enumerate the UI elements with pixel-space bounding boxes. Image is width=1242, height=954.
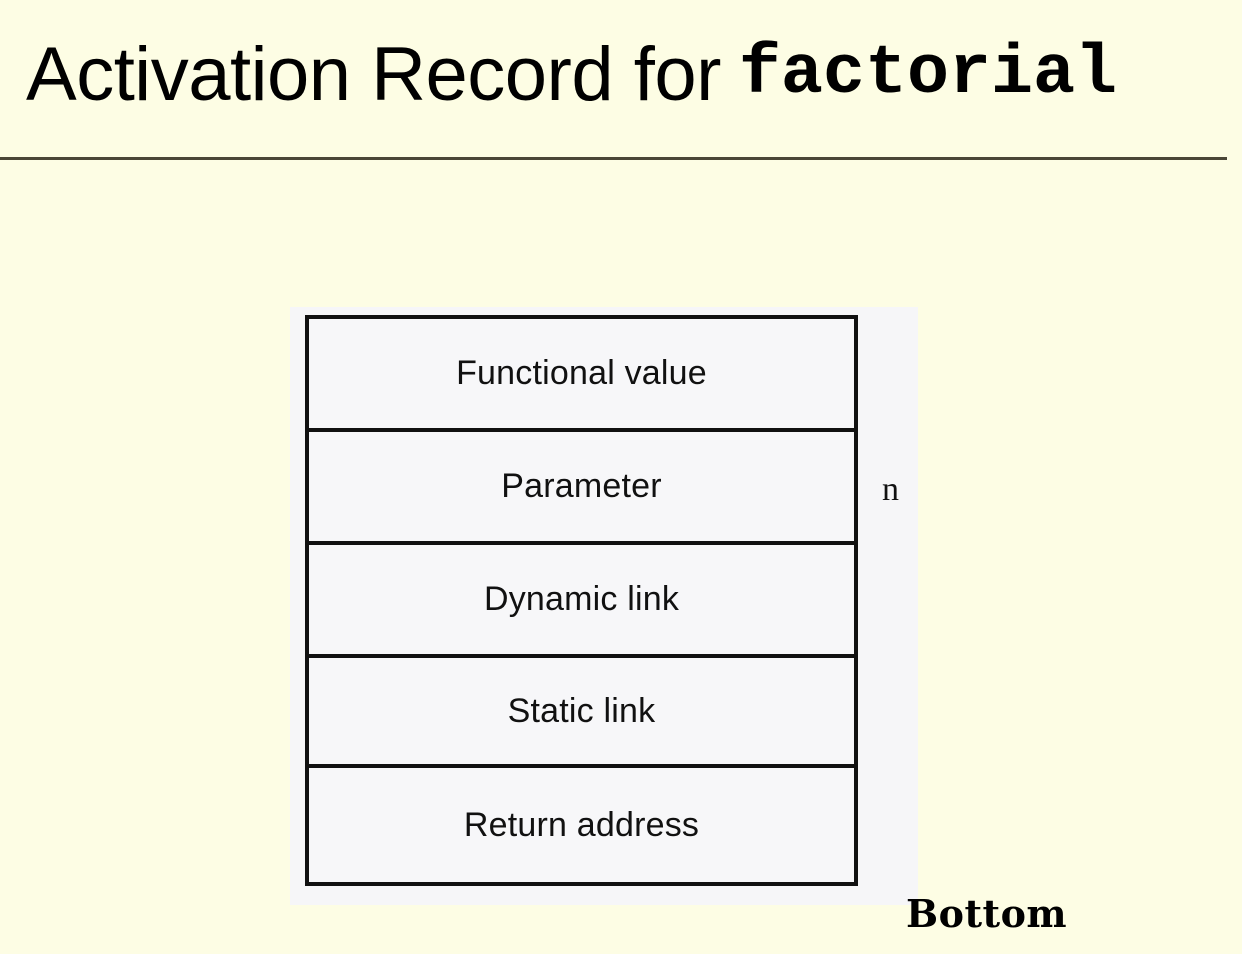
activation-record-stack-table: Functional value Parameter Dynamic link …: [305, 315, 858, 886]
table-row: Return address: [309, 768, 854, 882]
row-label-functional-value: Functional value: [456, 354, 707, 392]
page-title-code-term: factorial: [738, 35, 1117, 114]
stack-bottom-caption: Bottom: [906, 891, 1068, 936]
row-label-return-address: Return address: [463, 805, 700, 844]
table-row: Parameter: [309, 432, 854, 545]
row-label-dynamic-link: Dynamic link: [483, 580, 680, 618]
row-label-parameter: Parameter: [501, 467, 662, 505]
activation-record-figure: Functional value Parameter Dynamic link …: [290, 307, 918, 905]
table-row: Functional value: [309, 319, 854, 432]
row-label-static-link: Static link: [507, 691, 656, 730]
page-title-text: Activation Record for: [26, 32, 721, 117]
parameter-value-annotation: n: [882, 471, 899, 508]
title-divider: [0, 157, 1227, 160]
table-row: Dynamic link: [309, 545, 854, 658]
table-row: Static link: [309, 658, 854, 768]
page-title: Activation Record for factorial: [26, 16, 1216, 134]
